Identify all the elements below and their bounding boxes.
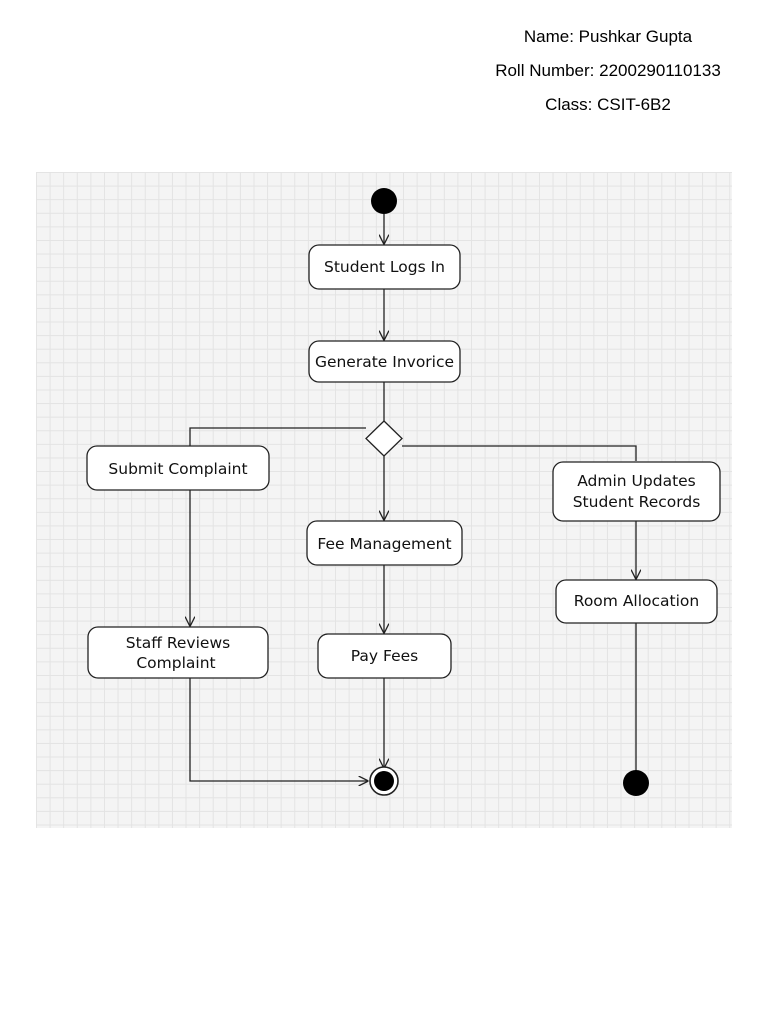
end-node-right (623, 770, 649, 796)
node-pay-fees: Pay Fees (317, 633, 452, 679)
node-label: Fee Management (317, 535, 451, 553)
node-label-line1: Staff Reviews (126, 634, 230, 652)
initial-node (371, 188, 397, 214)
roll-number: Roll Number: 2200290110133 (495, 61, 721, 80)
node-label-line1: Admin Updates (577, 472, 696, 490)
flow-decision-to-complaint (189, 427, 366, 446)
final-node (369, 766, 399, 796)
node-student-logs-in: Student Logs In (308, 244, 461, 290)
node-label: Submit Complaint (108, 460, 247, 478)
node-label-line2: Complaint (136, 654, 215, 672)
decision-node (365, 420, 403, 457)
class-label: Class: CSIT-6B2 (545, 95, 671, 114)
node-submit-complaint: Submit Complaint (86, 445, 270, 491)
node-fee-management: Fee Management (306, 520, 463, 566)
node-admin-updates-records: Admin Updates Student Records (552, 461, 721, 522)
node-label: Pay Fees (351, 647, 418, 665)
node-label: Room Allocation (574, 592, 699, 610)
node-generate-invoice: Generate Invorice (308, 340, 461, 383)
node-label-line2: Student Records (573, 493, 701, 511)
node-label: Generate Invorice (315, 353, 454, 371)
flow-decision-to-admin (402, 445, 637, 461)
flow-review-to-final (189, 678, 368, 781)
node-room-allocation: Room Allocation (555, 579, 718, 624)
node-staff-reviews-complaint: Staff Reviews Complaint (87, 626, 269, 679)
student-name: Name: Pushkar Gupta (523, 27, 693, 46)
node-label: Student Logs In (324, 258, 445, 276)
